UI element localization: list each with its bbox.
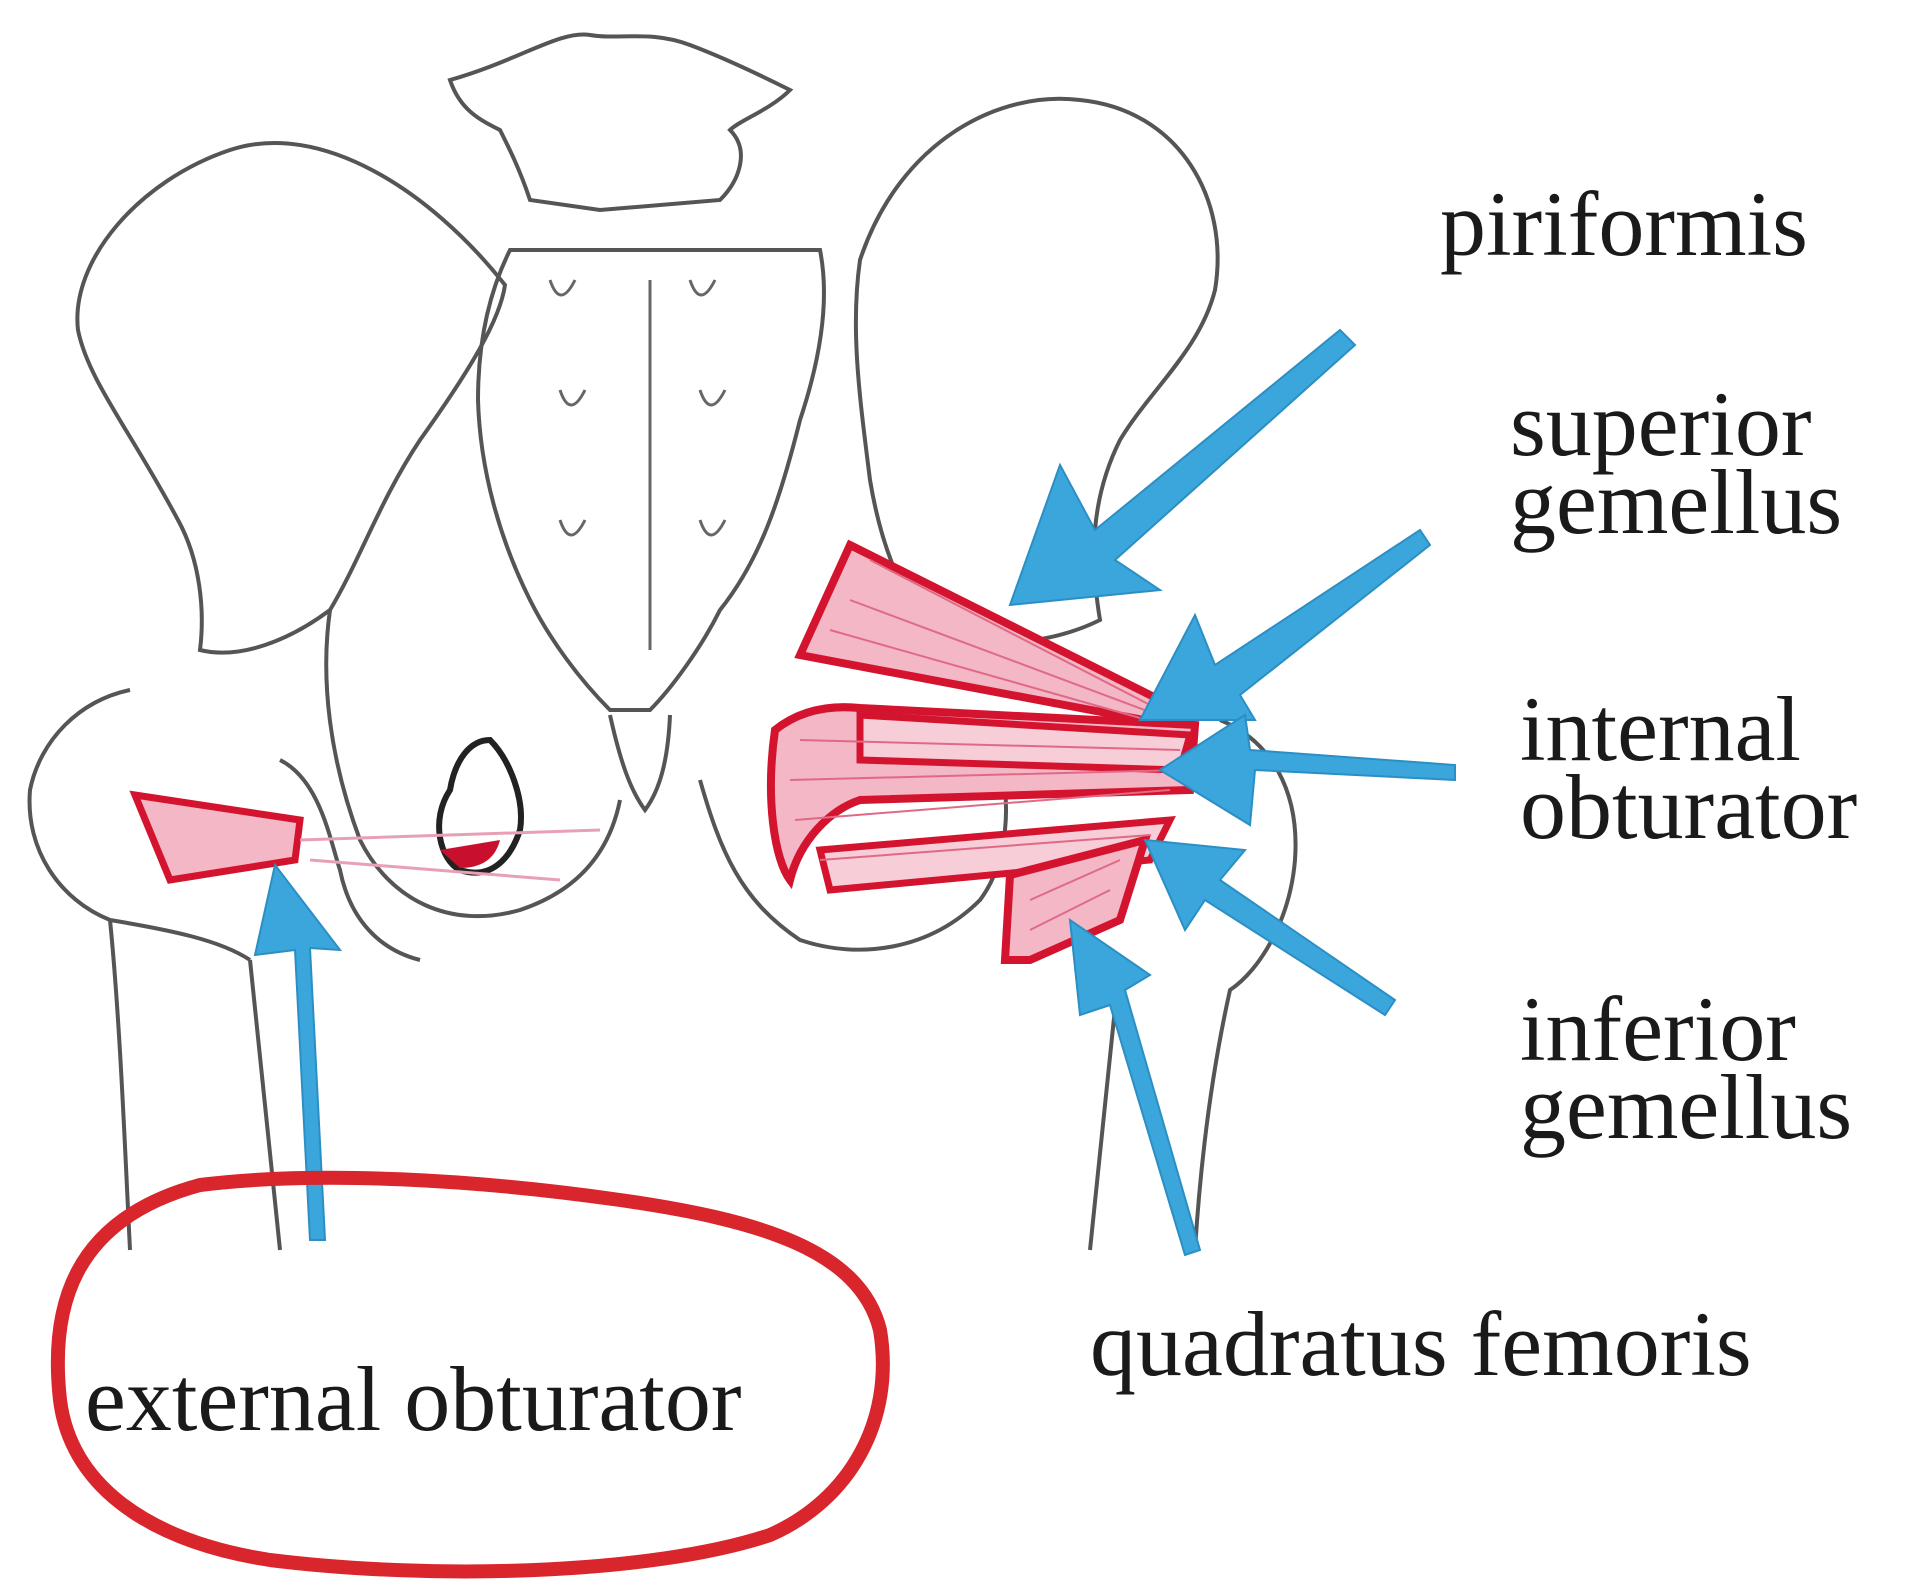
internal-obturator-arrow	[1160, 715, 1455, 825]
lumbar-vertebra	[450, 34, 790, 210]
quadratus-femoris-arrow	[1070, 920, 1200, 1255]
label-external-obturator-text: external obturator	[85, 1360, 742, 1438]
inferior-gemellus-arrow	[1145, 840, 1395, 1015]
label-superior-gemellus-line2: gemellus	[1510, 463, 1842, 541]
left-femur	[30, 690, 420, 1250]
label-piriformis: piriformis	[1440, 185, 1808, 263]
label-internal-obturator-line2: obturator	[1520, 768, 1857, 846]
label-external-obturator: external obturator	[85, 1360, 742, 1438]
label-superior-gemellus: superior gemellus	[1510, 385, 1842, 541]
superior-gemellus-arrow	[1140, 530, 1430, 720]
left-ilium	[77, 143, 505, 653]
label-piriformis-text: piriformis	[1440, 185, 1808, 263]
label-internal-obturator: internal obturator	[1520, 690, 1857, 846]
sacral-foramina	[550, 280, 725, 650]
label-quadratus-femoris: quadratus femoris	[1090, 1305, 1752, 1383]
label-quadratus-femoris-text: quadratus femoris	[1090, 1305, 1752, 1383]
label-inferior-gemellus-line2: gemellus	[1520, 1068, 1852, 1146]
piriformis-arrow	[1010, 330, 1355, 605]
label-inferior-gemellus: inferior gemellus	[1520, 990, 1852, 1146]
coccyx	[610, 715, 670, 810]
